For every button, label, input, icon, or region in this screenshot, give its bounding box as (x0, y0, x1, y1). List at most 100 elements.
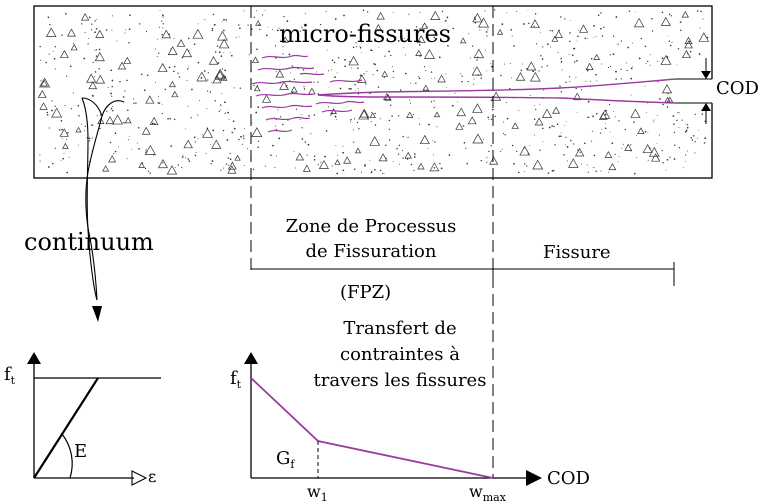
speckle-dot (212, 13, 215, 16)
speckle-dot (504, 134, 506, 136)
speckle-dot (680, 29, 682, 32)
speckle-dot (251, 122, 253, 124)
speckle-dot (116, 40, 118, 42)
speckle-dot (174, 167, 176, 169)
speckle-dot (91, 94, 94, 97)
speckle-dot (54, 46, 57, 48)
speckle-dot (392, 161, 394, 163)
speckle-dot (388, 139, 391, 141)
speckle-dot (592, 167, 594, 168)
aggregate-triangle (374, 24, 383, 32)
aggregate-triangle (253, 85, 261, 92)
speckle-dot (565, 121, 567, 123)
aggregate-triangle (541, 108, 553, 118)
speckle-dot (373, 63, 376, 65)
speckle-dot (699, 27, 701, 29)
speckle-dot (315, 71, 317, 73)
speckle-dot (265, 34, 268, 37)
main-crack (317, 78, 677, 104)
aggregate-triangle (456, 107, 466, 117)
speckle-dot (491, 108, 494, 111)
speckle-dot (472, 45, 474, 47)
continuum-arrow-head (92, 306, 102, 322)
speckle-dot (185, 128, 187, 130)
speckle-dot (92, 96, 94, 97)
speckle-dot (685, 154, 687, 156)
speckle-dot (214, 23, 216, 26)
speckle-dot (126, 158, 128, 160)
speckle-dot (628, 10, 631, 12)
speckle-dot (388, 50, 390, 53)
speckle-dot (561, 69, 563, 71)
stress-strain-graph (27, 352, 161, 486)
aggregate-triangle (624, 143, 633, 151)
aggregate-triangle (234, 154, 241, 161)
speckle-dot (590, 80, 592, 82)
speckle-dot (277, 109, 279, 111)
speckle-dot (253, 85, 255, 87)
speckle-dot (462, 125, 465, 127)
speckle-dot (331, 165, 333, 167)
speckle-dot (364, 166, 366, 167)
cod-top-arrow-head (701, 71, 711, 79)
speckle-dot (559, 85, 561, 87)
speckle-dot (40, 80, 42, 82)
speckle-dot (233, 127, 236, 130)
speckle-dot (135, 102, 137, 104)
speckle-dot (506, 101, 508, 104)
speckle-dot (197, 114, 199, 116)
speckle-dot (247, 24, 249, 26)
speckle-dot (243, 165, 245, 166)
aggregate-triangle (39, 102, 48, 110)
speckle-dot (140, 73, 143, 76)
cod-bottom-arrow-head (701, 103, 711, 111)
speckle-dot (540, 55, 542, 57)
aggregate-triangle (681, 49, 691, 59)
speckle-dot (595, 73, 597, 76)
aggregate-triangle (630, 108, 641, 118)
speckle-dot (216, 45, 219, 47)
aggregate-triangle (358, 109, 370, 120)
speckle-dot (334, 76, 336, 78)
aggregate-triangle (144, 144, 156, 155)
speckle-dot (357, 88, 359, 89)
speckle-dot (257, 85, 259, 86)
speckle-dot (98, 48, 101, 51)
speckle-dot (490, 145, 492, 147)
speckle-dot (490, 118, 493, 120)
speckle-dot (111, 29, 113, 31)
speckle-dot (419, 11, 421, 13)
speckle-dot (181, 156, 184, 158)
speckle-dot (366, 70, 368, 72)
speckle-dot (565, 136, 567, 138)
speckle-dot (618, 120, 620, 122)
speckle-dot (397, 40, 400, 42)
transfert-line1: Transfert de (343, 318, 457, 339)
speckle-dot (109, 141, 112, 144)
speckle-dot (658, 134, 661, 136)
speckle-dot (644, 131, 647, 133)
speckle-dot (383, 76, 385, 79)
aggregate-triangle (491, 91, 502, 101)
speckle-dot (264, 10, 266, 12)
speckle-dot (256, 48, 258, 51)
speckle-dot (704, 137, 707, 139)
aggregate-triangle (123, 56, 132, 64)
speckle-dot (415, 82, 417, 85)
speckle-dot (388, 128, 390, 130)
speckle-dot (173, 65, 176, 68)
speckle-dot (418, 75, 420, 78)
speckle-dot (472, 67, 474, 69)
speckle-dot (500, 74, 502, 77)
speckle-dot (194, 154, 197, 157)
speckle-dot (635, 157, 637, 159)
micro-fissures-group (251, 54, 365, 133)
speckle-dot (223, 18, 225, 21)
aggregate-triangle (227, 161, 237, 170)
speckle-dot (678, 126, 680, 128)
speckle-dot (590, 58, 593, 60)
speckle-dot (230, 54, 233, 57)
speckle-dot (441, 10, 444, 13)
speckle-dot (506, 117, 509, 120)
speckle-dot (291, 65, 293, 67)
